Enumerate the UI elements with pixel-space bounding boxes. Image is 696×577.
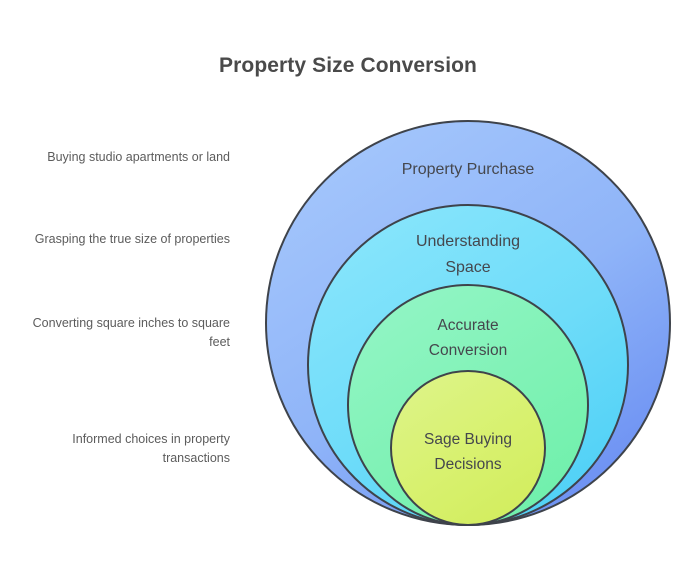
circle-label-sage-buying-decisions-line1: Sage Buying bbox=[424, 431, 512, 448]
circle-ring-4[interactable]: Sage Buying Decisions bbox=[390, 370, 546, 526]
page-title: Property Size Conversion bbox=[219, 54, 477, 77]
annotation-label-understanding-space: Grasping the true size of properties bbox=[34, 232, 230, 246]
annotation-label-accurate-conversion: Converting square inches to square feet bbox=[32, 316, 230, 349]
circle-shape-sage-buying-decisions[interactable] bbox=[390, 370, 546, 526]
circle-label-accurate-conversion-line2: Conversion bbox=[429, 342, 507, 359]
circle-label-property-purchase: Property Purchase bbox=[402, 161, 535, 178]
annotation-label-property-purchase: Buying studio apartments or land bbox=[47, 150, 230, 164]
circle-label-understanding-space-line2: Space bbox=[445, 259, 490, 276]
annotation-label-sage-buying-decisions: Informed choices in property transaction… bbox=[72, 432, 230, 465]
circle-label-sage-buying-decisions-line2: Decisions bbox=[434, 456, 501, 473]
circle-label-accurate-conversion-line1: Accurate bbox=[437, 317, 498, 334]
circle-label-understanding-space-line1: Understanding bbox=[416, 233, 520, 250]
